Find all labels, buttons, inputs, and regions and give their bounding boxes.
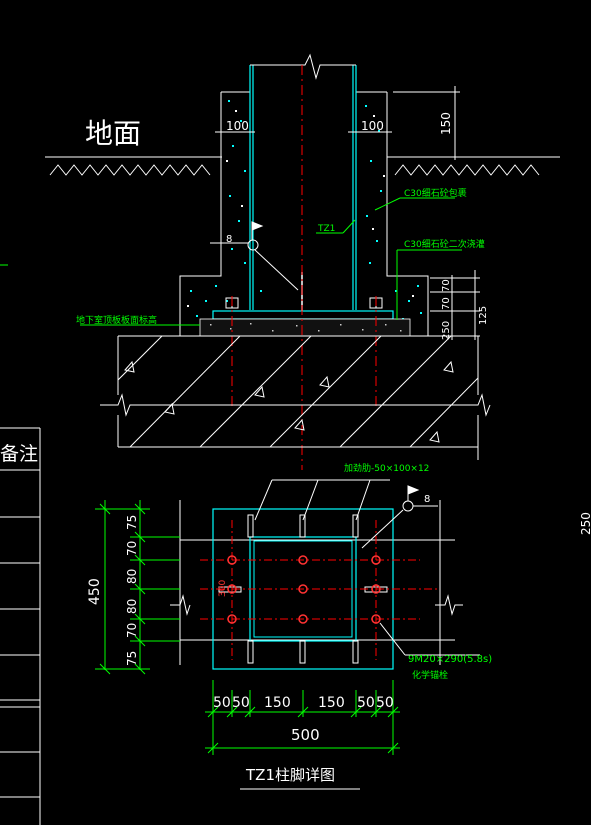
plan-h-50a: 50 bbox=[213, 695, 231, 711]
plan-h-150a: 150 bbox=[264, 695, 291, 711]
plan-v-75b: 75 bbox=[125, 651, 139, 666]
concrete-encasement bbox=[179, 91, 429, 336]
detail-mark-plan: 8 bbox=[424, 494, 430, 505]
plan-v-75a: 75 bbox=[125, 515, 139, 530]
label-anchor-bolts: 9M20×290(5.8s) bbox=[408, 654, 492, 665]
plan-v-70a: 70 bbox=[125, 541, 139, 556]
dim-70a: 70 bbox=[441, 279, 452, 292]
dim-70b: 70 bbox=[441, 297, 452, 310]
plan-h-150b: 150 bbox=[318, 695, 345, 711]
plan-v-80b: 80 bbox=[125, 599, 139, 614]
steel-column bbox=[249, 65, 357, 310]
centerlines-section bbox=[231, 65, 377, 470]
edge-partial-text: 250 bbox=[579, 512, 591, 535]
remarks-table bbox=[0, 427, 41, 825]
plan-view: 300 加劲肋-50×100×12 8 9M20×290(5.8s) 化学锚栓 bbox=[87, 462, 492, 790]
plan-v-70b: 70 bbox=[125, 623, 139, 638]
dim-150-top: 150 bbox=[439, 112, 453, 135]
dim-500: 500 bbox=[291, 726, 320, 744]
plan-h-50d: 50 bbox=[376, 695, 394, 711]
label-c30-grout: C30细石砼二次浇灌 bbox=[404, 238, 485, 250]
dim-100-left: 100 bbox=[226, 119, 249, 133]
dim-100-right: 100 bbox=[361, 119, 384, 133]
label-tz1-column: TZ1 bbox=[317, 224, 335, 234]
ground-label: 地面 bbox=[85, 117, 141, 150]
plan-300: 300 bbox=[218, 580, 228, 597]
label-chemical-anchor: 化学锚栓 bbox=[412, 669, 448, 681]
detail-mark-top: 8 bbox=[226, 234, 232, 245]
dim-250: 250 bbox=[441, 321, 452, 340]
plan-v-80a: 80 bbox=[125, 569, 139, 584]
table-header: 备注 bbox=[0, 443, 38, 465]
break-line-top bbox=[250, 53, 356, 80]
floor-slab bbox=[100, 335, 491, 460]
dim-450: 450 bbox=[87, 578, 103, 605]
section-view: 地面 bbox=[45, 53, 560, 470]
anchor-bolt-grid bbox=[227, 555, 381, 624]
plan-h-50b: 50 bbox=[232, 695, 250, 711]
base-plate bbox=[212, 310, 394, 320]
label-stiffener: 加劲肋-50×100×12 bbox=[344, 462, 429, 474]
label-underground-floor: 地下室顶板板面标高 bbox=[76, 314, 157, 326]
ground-line bbox=[45, 156, 560, 176]
dim-125: 125 bbox=[478, 306, 489, 325]
plan-h-50c: 50 bbox=[357, 695, 375, 711]
label-c30-wrap: C30细石砼包裹 bbox=[404, 187, 467, 199]
concrete-speckle bbox=[190, 100, 422, 320]
drawing-title: TZ1柱脚详图 bbox=[245, 766, 335, 784]
